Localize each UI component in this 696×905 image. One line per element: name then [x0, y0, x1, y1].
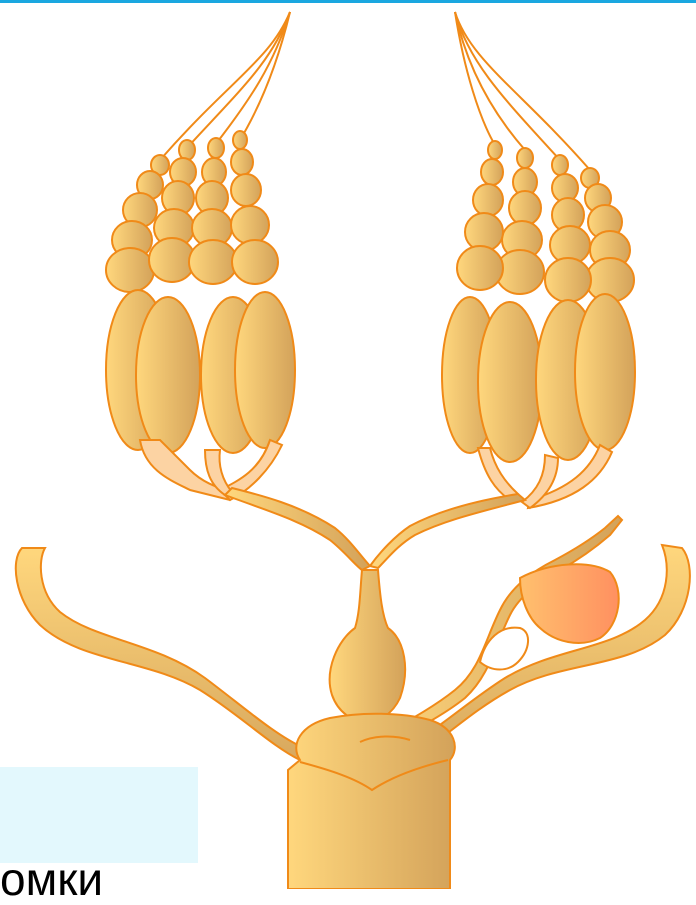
right-ovary — [370, 12, 635, 568]
common-oviduct — [330, 570, 405, 722]
caption-fragment: омки — [0, 856, 103, 902]
left-accessory-duct — [16, 548, 304, 760]
left-ovary — [106, 12, 370, 570]
right-ovariole-egg-chambers — [442, 141, 635, 462]
right-terminal-filaments — [455, 12, 590, 170]
left-terminal-filaments — [160, 12, 290, 160]
left-ovariole-egg-chambers — [106, 131, 295, 453]
right-lateral-oviduct — [370, 494, 525, 568]
genital-chamber — [288, 714, 455, 889]
left-calyx — [140, 440, 282, 500]
spermatheca-gland-icon — [520, 564, 619, 643]
left-lateral-oviduct — [225, 488, 370, 570]
label-panel — [0, 767, 198, 863]
